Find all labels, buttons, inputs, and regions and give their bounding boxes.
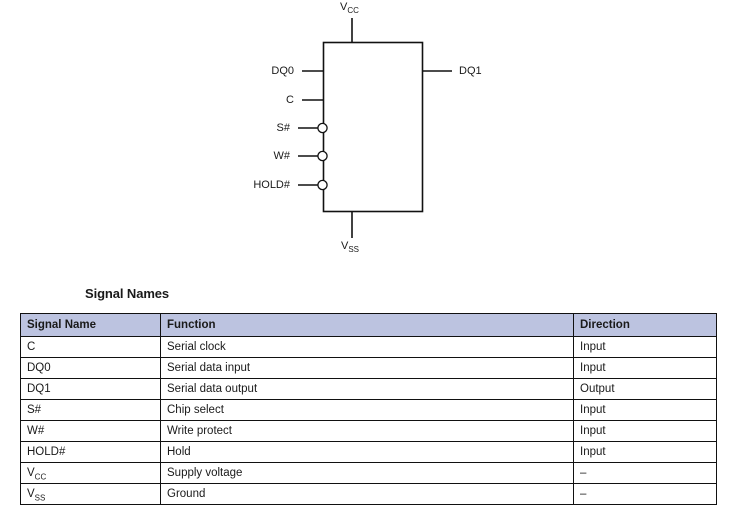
cell-function: Hold bbox=[160, 441, 574, 463]
column-header-function: Function bbox=[160, 313, 574, 337]
cell-signal-name: DQ0 bbox=[20, 357, 161, 379]
table-body: C Serial clock Input DQ0 Serial data inp… bbox=[20, 336, 717, 505]
cell-direction: – bbox=[573, 462, 717, 484]
inversion-bubble-s-icon bbox=[317, 122, 328, 134]
cell-function: Supply voltage bbox=[160, 462, 574, 484]
pin-label-dq0: DQ0 bbox=[271, 65, 294, 77]
signal-text: S# bbox=[27, 403, 42, 416]
cell-direction: Output bbox=[573, 378, 717, 400]
signal-subscript: SS bbox=[34, 492, 46, 502]
cell-signal-name: W# bbox=[20, 420, 161, 442]
cell-signal-name: C bbox=[20, 336, 161, 358]
cell-signal-name: VSS bbox=[20, 483, 161, 505]
table-row: VSS Ground – bbox=[20, 483, 717, 505]
vss-pin-label: VSS bbox=[341, 240, 360, 255]
signal-text: W# bbox=[27, 424, 45, 437]
cell-direction: Input bbox=[573, 399, 717, 421]
table-row: DQ0 Serial data input Input bbox=[20, 357, 717, 379]
logic-symbol-diagram: VCC VSS DQ0 C S# W# HOLD# DQ1 bbox=[253, 1, 482, 255]
signal-text: DQ0 bbox=[27, 361, 51, 374]
signal-text: C bbox=[27, 340, 36, 353]
logic-symbol-svg bbox=[298, 18, 452, 238]
cell-function: Serial data output bbox=[160, 378, 574, 400]
signal-names-title: Signal Names bbox=[85, 286, 170, 301]
pin-label-c: C bbox=[286, 94, 294, 106]
cell-signal-name: DQ1 bbox=[20, 378, 161, 400]
table-row: S# Chip select Input bbox=[20, 399, 717, 421]
cell-direction: – bbox=[573, 483, 717, 505]
signal-text: DQ1 bbox=[27, 382, 51, 395]
cell-function: Chip select bbox=[160, 399, 574, 421]
table-header-row: Signal Name Function Direction bbox=[20, 313, 717, 337]
column-header-signal-name: Signal Name bbox=[20, 313, 161, 337]
vcc-label-subscript: CC bbox=[347, 6, 359, 16]
table-row: VCC Supply voltage – bbox=[20, 462, 717, 484]
signal-text: V bbox=[27, 466, 35, 479]
column-header-direction: Direction bbox=[573, 313, 717, 337]
vss-label-subscript: SS bbox=[348, 245, 360, 255]
vcc-pin-label: VCC bbox=[340, 1, 359, 16]
cell-signal-name: HOLD# bbox=[20, 441, 161, 463]
pin-label-dq1: DQ1 bbox=[459, 65, 482, 77]
cell-signal-name: S# bbox=[20, 399, 161, 421]
table-row: C Serial clock Input bbox=[20, 336, 717, 358]
signal-names-table: Signal Name Function Direction C Serial … bbox=[20, 313, 717, 505]
cell-function: Serial data input bbox=[160, 357, 574, 379]
table-row: DQ1 Serial data output Output bbox=[20, 378, 717, 400]
cell-function: Write protect bbox=[160, 420, 574, 442]
pin-label-hold: HOLD# bbox=[253, 179, 290, 191]
inversion-bubble-hold-icon bbox=[317, 179, 328, 191]
inversion-bubble-w-icon bbox=[317, 150, 328, 162]
cell-direction: Input bbox=[573, 357, 717, 379]
signal-text: HOLD# bbox=[27, 445, 66, 458]
cell-function: Ground bbox=[160, 483, 574, 505]
pin-label-w: W# bbox=[273, 150, 291, 162]
signal-subscript: CC bbox=[34, 471, 47, 481]
table-row: W# Write protect Input bbox=[20, 420, 717, 442]
vcc-label-text: V bbox=[340, 1, 348, 13]
cell-direction: Input bbox=[573, 420, 717, 442]
table-row: HOLD# Hold Input bbox=[20, 441, 717, 463]
chip-body-rect bbox=[322, 41, 424, 213]
cell-signal-name: VCC bbox=[20, 462, 161, 484]
cell-direction: Input bbox=[573, 336, 717, 358]
cell-direction: Input bbox=[573, 441, 717, 463]
vss-label-text: V bbox=[341, 240, 349, 252]
pin-label-s: S# bbox=[276, 122, 290, 134]
cell-function: Serial clock bbox=[160, 336, 574, 358]
signal-text: V bbox=[27, 487, 35, 500]
